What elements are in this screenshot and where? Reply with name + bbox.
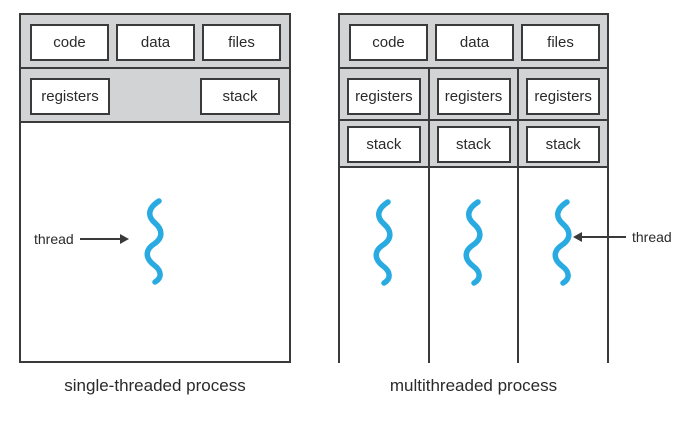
data-box: data — [116, 24, 195, 61]
thread-columns: registers stack registers stack — [340, 69, 608, 391]
registers-box: registers — [526, 78, 601, 115]
thread-squiggle-icon — [552, 199, 572, 286]
stack-box: stack — [526, 126, 601, 163]
stack-box: stack — [436, 126, 511, 163]
arrow-line — [79, 238, 120, 240]
files-box: files — [202, 24, 281, 61]
thread-column-3: registers stack — [517, 69, 608, 391]
registers-box: registers — [346, 78, 421, 115]
registers-box: registers — [30, 78, 110, 115]
process-resources-band: code data files — [21, 15, 289, 69]
thread-pointer-right: thread — [573, 227, 672, 247]
caption-single-threaded: single-threaded process — [64, 376, 246, 395]
thread-squiggle-icon — [144, 198, 164, 285]
thread-label: thread — [632, 229, 672, 245]
multithreaded-process-box: code data files registers stack — [338, 13, 609, 391]
stack-box: stack — [346, 126, 421, 163]
thread-context-band: registers stack — [21, 69, 289, 123]
arrow-left-icon — [573, 232, 582, 242]
code-box: code — [30, 24, 109, 61]
thread-squiggle-icon — [373, 199, 393, 286]
thread-column-2: registers stack — [427, 69, 518, 391]
thread-pointer-left: thread — [34, 229, 129, 249]
data-box: data — [435, 24, 514, 61]
single-threaded-process-box: code data files registers stack thread — [19, 13, 291, 363]
thread-column-1: registers stack — [340, 69, 428, 391]
process-resources-band: code data files — [340, 15, 607, 69]
caption-multithreaded: multithreaded process — [389, 376, 558, 395]
files-box: files — [521, 24, 600, 61]
arrow-right-icon — [119, 234, 129, 244]
registers-box: registers — [436, 78, 511, 115]
arrow-line — [582, 236, 626, 238]
thread-label: thread — [34, 231, 74, 247]
stack-box: stack — [200, 78, 280, 115]
thread-area: thread — [21, 123, 289, 361]
code-box: code — [349, 24, 428, 61]
thread-squiggle-icon — [463, 199, 483, 286]
